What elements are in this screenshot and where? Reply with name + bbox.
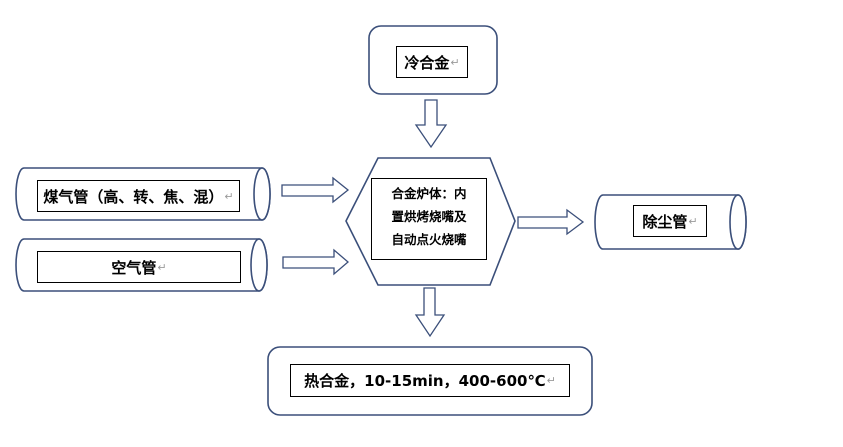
arrow-gas-to-furnace (281, 176, 350, 204)
cold-alloy-label: 冷合金↵ (396, 46, 468, 78)
furnace-label: 合金炉体：内 置烘烤烧嘴及 自动点火烧嘴 (371, 178, 487, 260)
arrow-cold-to-furnace (414, 99, 448, 149)
gas-pipe-label: 煤气管（高、转、焦、混）↵ (37, 180, 240, 212)
arrow-furnace-to-hot (414, 287, 446, 338)
dust-pipe-label: 除尘管↵ (633, 205, 707, 237)
hot-alloy-label: 热合金，10-15min，400-600℃↵ (290, 364, 570, 397)
arrow-furnace-to-dust (517, 208, 585, 236)
air-pipe-label: 空气管↵ (37, 251, 241, 283)
arrow-air-to-furnace (282, 248, 349, 276)
